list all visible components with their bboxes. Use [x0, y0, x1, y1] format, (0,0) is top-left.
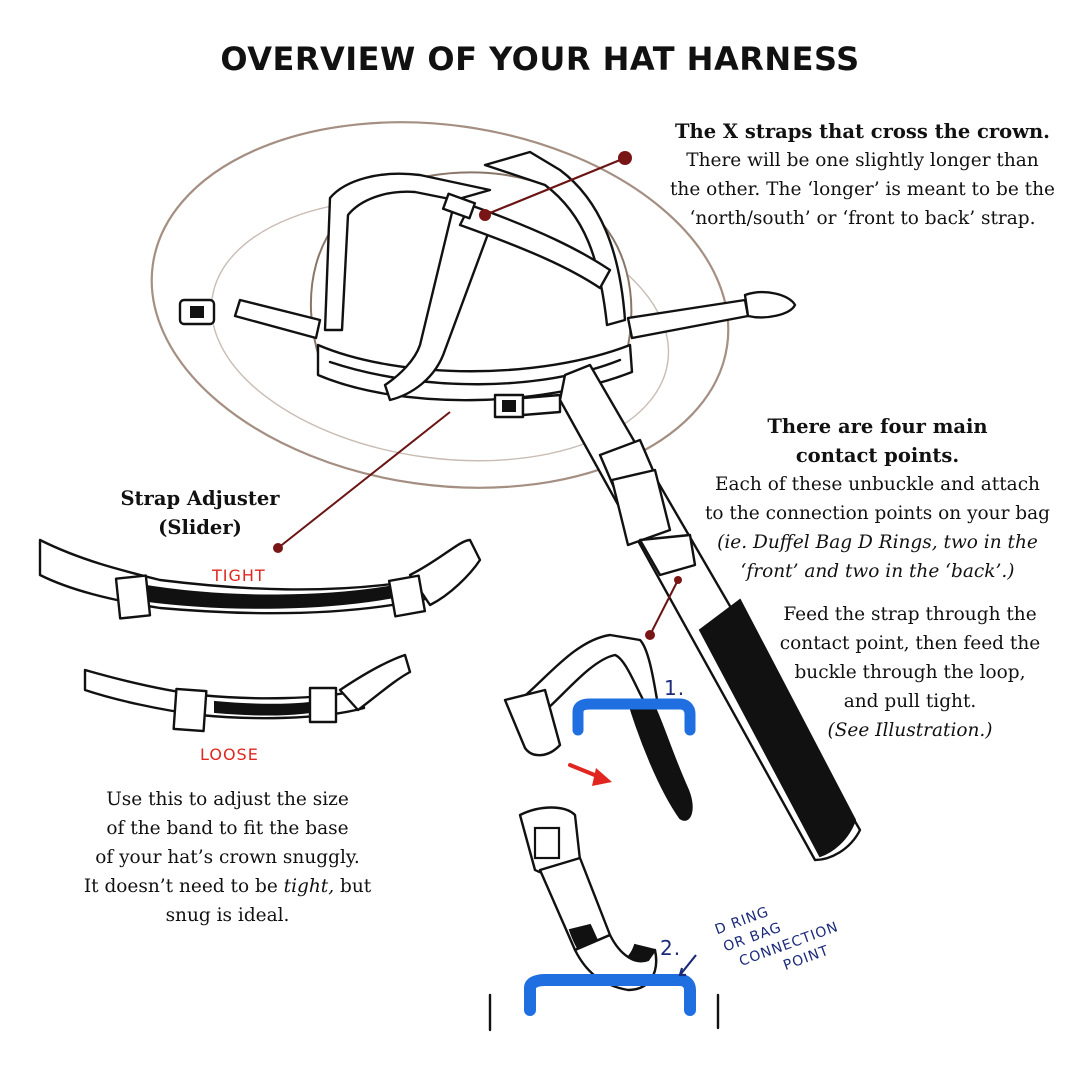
hat-brim — [150, 121, 730, 489]
step-1-label: 1. — [664, 676, 686, 700]
step1-dring — [572, 698, 696, 736]
loose-label: LOOSE — [200, 745, 259, 764]
contact-points-note: ‘front’ and two in the ‘back’.) — [740, 561, 1015, 582]
contact-points-heading: There are four main — [767, 415, 988, 438]
contact-points-heading: contact points. — [795, 444, 960, 467]
page-title: OVERVIEW OF YOUR HAT HARNESS — [220, 40, 860, 78]
feed-instructions: Feed the strap through the contact point… — [760, 600, 1060, 745]
x-straps-line: ‘north/south’ or ‘front to back’ strap. — [689, 208, 1036, 229]
contact-point-leader — [649, 579, 679, 636]
feed-line: buckle through the loop, — [794, 662, 1026, 683]
usage-line: of the band to fit the base — [106, 818, 349, 839]
x-strap-north-south — [383, 198, 497, 402]
x-straps-line: There will be one slightly longer than — [686, 150, 1039, 171]
contact-points-callout: There are four main contact points. Each… — [690, 412, 1065, 586]
x-strap-leader — [484, 156, 626, 217]
x-straps-line: the other. The ‘longer’ is meant to be t… — [670, 179, 1055, 200]
step-2-label: 2. — [660, 936, 682, 960]
feed-see-illustration: (See Illustration.) — [827, 720, 993, 741]
step2-dring — [524, 974, 696, 1016]
contact-points-line: Each of these unbuckle and attach — [715, 474, 1040, 495]
adjuster-heading: Strap Adjuster (Slider) — [100, 484, 300, 542]
usage-line: snug is ideal. — [165, 905, 290, 926]
feed-line: contact point, then feed the — [779, 633, 1041, 654]
adjuster-subtitle: (Slider) — [158, 516, 242, 539]
contact-points-line: to the connection points on your bag — [704, 503, 1051, 524]
x-straps-heading: The X straps that cross the crown. — [675, 120, 1050, 143]
adjuster-leader — [277, 411, 451, 549]
usage-line: of your hat’s crown snuggly. — [95, 847, 360, 868]
x-straps-callout: The X straps that cross the crown. There… — [660, 117, 1065, 233]
contact-points-note: (ie. Duffel Bag D Rings, two in the — [717, 532, 1038, 553]
usage-line: Use this to adjust the size — [106, 789, 349, 810]
usage-line: It doesn’t need to be tight, but — [83, 876, 372, 897]
tight-label: TIGHT — [212, 566, 266, 585]
feed-line: Feed the strap through the — [783, 604, 1037, 625]
feed-line: and pull tight. — [843, 691, 977, 712]
adjuster-title: Strap Adjuster — [120, 487, 280, 510]
usage-instructions: Use this to adjust the size of the band … — [60, 785, 395, 930]
